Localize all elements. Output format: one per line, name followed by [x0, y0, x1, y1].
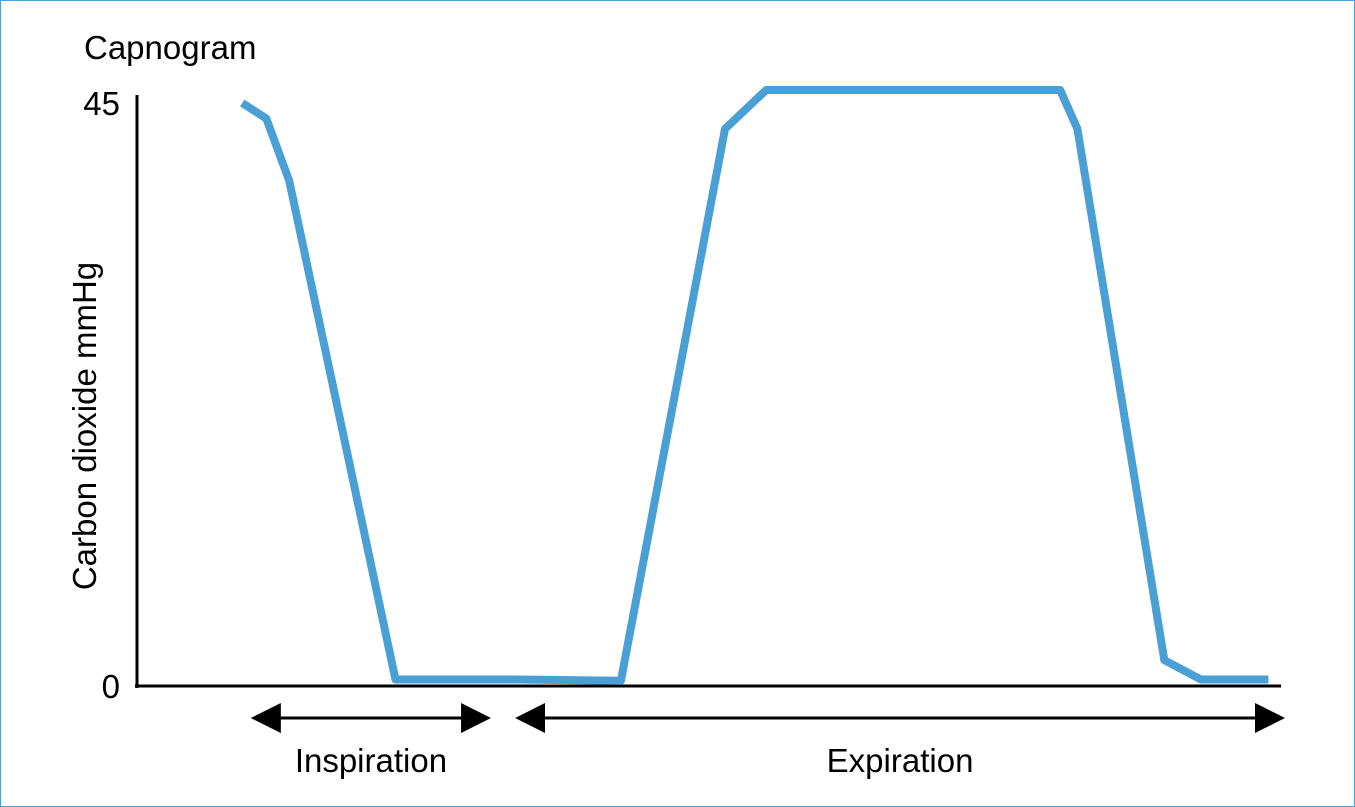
y-tick-label-0: 0	[102, 668, 120, 705]
y-axis-label: Carbon dioxide mmHg	[66, 262, 103, 590]
y-tick-labels: 0 45	[83, 85, 120, 705]
phase-annotations: Inspiration Expiration	[250, 703, 1285, 779]
chart-title: Capnogram	[84, 29, 256, 66]
phase-label-inspiration: Inspiration	[295, 742, 447, 779]
y-tick-label-45: 45	[83, 85, 120, 122]
series-layer	[240, 86, 1269, 685]
phase-label-expiration: Expiration	[827, 742, 974, 779]
series-line-0	[240, 86, 1269, 685]
